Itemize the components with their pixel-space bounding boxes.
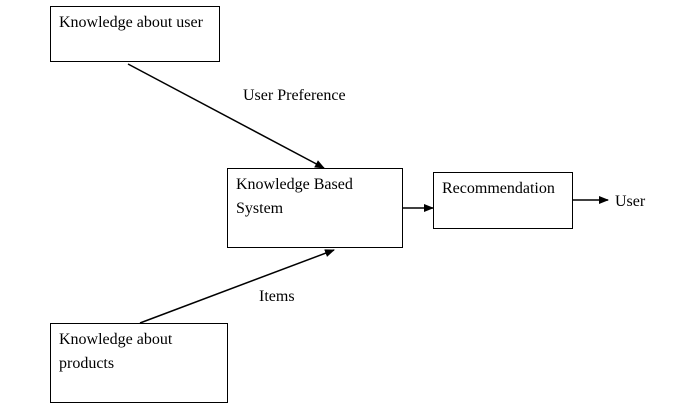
edge-label-items: Items <box>259 288 295 305</box>
arrow-products-to-system <box>139 249 335 324</box>
node-knowledge-about-products-label: Knowledge about products <box>59 331 173 372</box>
edge-label-user-preference: User Preference <box>243 87 346 104</box>
node-recommendation-label: Recommendation <box>442 180 555 197</box>
node-recommendation: Recommendation <box>433 172 573 229</box>
node-knowledge-based-system: Knowledge Based System <box>227 168 403 248</box>
arrow-user-to-system <box>127 63 325 169</box>
node-knowledge-about-user: Knowledge about user <box>50 6 220 62</box>
node-knowledge-based-system-label: Knowledge Based System <box>236 176 353 217</box>
edge-label-user: User <box>615 193 646 210</box>
node-knowledge-about-products: Knowledge about products <box>50 323 228 403</box>
node-knowledge-about-user-label: Knowledge about user <box>59 14 203 31</box>
